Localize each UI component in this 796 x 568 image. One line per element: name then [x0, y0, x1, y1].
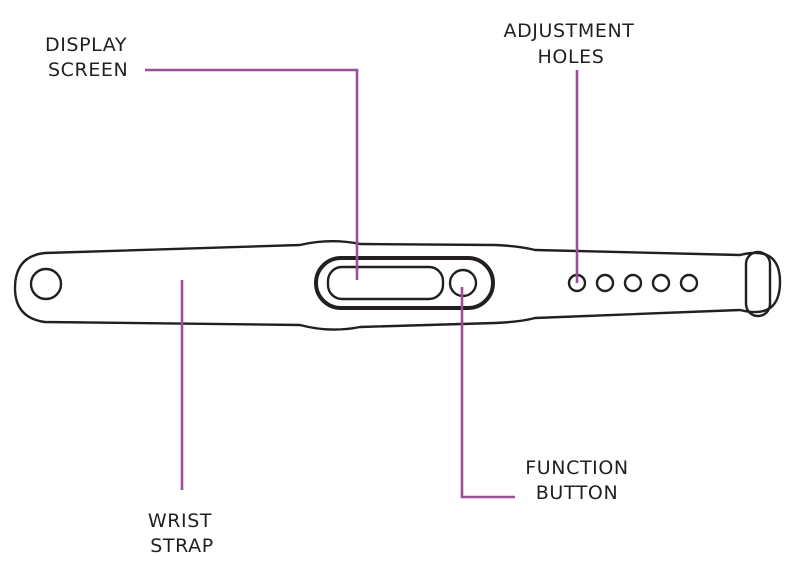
- label-display-screen-line2: SCREEN: [48, 59, 128, 81]
- label-adjustment-holes-line2: HOLES: [538, 46, 605, 68]
- adjustment-holes-group: [567, 273, 699, 293]
- label-wrist-strap-line2: STRAP: [150, 535, 214, 557]
- leader-line-display-screen: [145, 68, 359, 280]
- adjustment-hole: [679, 273, 699, 293]
- adjustment-hole: [595, 273, 615, 293]
- tracker-module: [314, 256, 495, 310]
- label-adjustment-holes-line1: ADJUSTMENT: [503, 20, 634, 42]
- label-function-button-line1: FUNCTION: [525, 457, 629, 479]
- leader-line-function-button: [460, 287, 515, 499]
- label-display-screen-line1: DISPLAY: [45, 34, 127, 56]
- adjustment-hole: [651, 273, 671, 293]
- adjustment-hole: [623, 273, 643, 293]
- strap-end-hole: [29, 267, 63, 301]
- buckle-loop: [744, 250, 772, 318]
- label-function-button-line2: BUTTON: [536, 482, 619, 504]
- display-screen: [326, 265, 445, 301]
- strap-outline: [13, 240, 782, 331]
- label-wrist-strap-line1: WRIST: [148, 510, 212, 532]
